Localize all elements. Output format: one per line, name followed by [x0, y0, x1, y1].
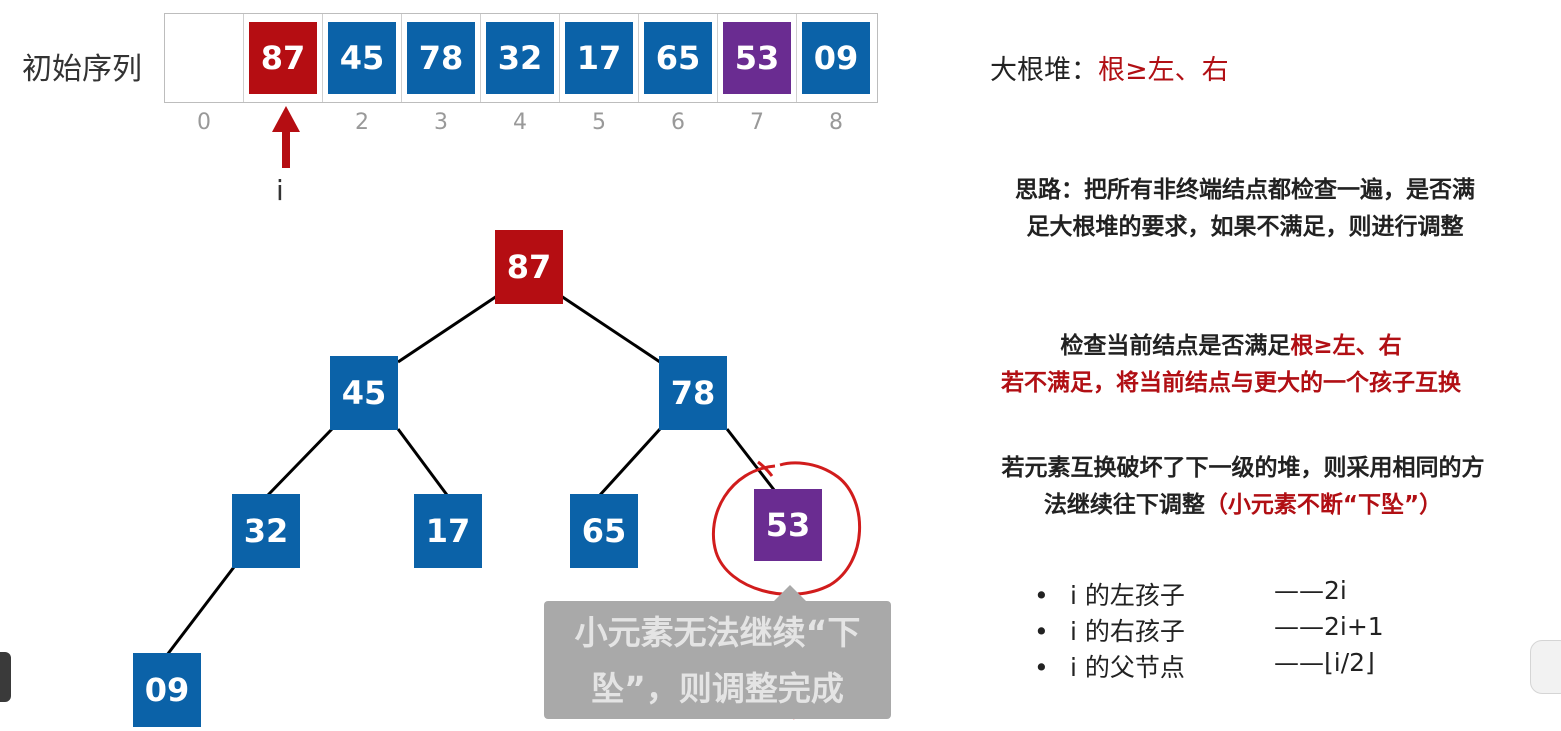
tooltip-arrow	[774, 585, 806, 601]
array-cell-5: 17	[560, 14, 639, 102]
array-cell-2: 45	[323, 14, 402, 102]
swap-paragraph: 若元素互换破坏了下一级的堆，则采用相同的方 法继续往下调整（小元素不断“下坠”）	[928, 450, 1558, 524]
tree-node-6: 65	[570, 494, 638, 568]
pointer-label: i	[276, 174, 284, 207]
array-cell-4: 32	[481, 14, 560, 102]
check-rule: 根≥左、右	[1290, 333, 1402, 359]
swap-line-2: 法继续往下调整（小元素不断“下坠”）	[928, 487, 1558, 524]
bullet-label: i 的父节点	[1070, 653, 1185, 682]
array-cell-value: 45	[328, 22, 396, 94]
bullet-left-child: • i 的左孩子 ——2i	[1034, 576, 1454, 610]
array-cell-value: 53	[723, 22, 791, 94]
bullet-dot-icon: •	[1034, 653, 1049, 682]
tooltip-line-2: 坠”，则调整完成	[591, 669, 844, 708]
idea-line-2: 足大根堆的要求，如果不满足，则进行调整	[1026, 214, 1464, 240]
bullet-label: i 的右孩子	[1070, 617, 1185, 646]
array-cell-1: 87	[244, 14, 323, 102]
index-label: 2	[355, 110, 369, 135]
swap-line-2-prefix: 法继续往下调整	[1043, 492, 1205, 518]
tree-node-1: 87	[495, 230, 563, 304]
tree-node-5: 17	[414, 494, 482, 568]
bullet-formula: ——2i	[1274, 576, 1347, 605]
swap-line-1: 若元素互换破坏了下一级的堆，则采用相同的方	[1001, 455, 1485, 481]
check-prefix: 检查当前结点是否满足	[1060, 333, 1291, 359]
bullet-formula: ——2i+1	[1274, 612, 1384, 641]
bullet-parent: • i 的父节点 ——⌊i/2⌋	[1034, 648, 1454, 682]
definition-rule: 根≥左、右	[1098, 55, 1229, 86]
index-label: 4	[513, 110, 527, 135]
index-label: 3	[434, 110, 448, 135]
array-cell-8: 09	[797, 14, 876, 102]
tree-node-2: 45	[330, 356, 398, 430]
tooltip: 小元素无法继续“下 坠”，则调整完成	[544, 601, 891, 719]
side-tab-handle[interactable]	[0, 652, 11, 702]
heap-definition: 大根堆：根≥左、右	[990, 48, 1229, 87]
array-cell-value: 17	[565, 22, 633, 94]
array-cell-value: 65	[644, 22, 712, 94]
array-cell-7: 53	[718, 14, 797, 102]
index-label: 5	[592, 110, 606, 135]
array-cell-0	[165, 14, 244, 102]
index-label: 6	[671, 110, 685, 135]
idea-line-1: 思路：把所有非终端结点都检查一遍，是否满	[1015, 177, 1475, 203]
array-cell-value: 09	[802, 22, 870, 94]
array-container: 87 45 78 32 17 65 53 09	[164, 13, 878, 103]
array-cell-6: 65	[639, 14, 718, 102]
definition-prefix: 大根堆：	[990, 55, 1098, 86]
index-label: 0	[197, 110, 211, 135]
swap-line-2-red: （小元素不断“下坠”）	[1204, 492, 1443, 518]
check-paragraph: 检查当前结点是否满足根≥左、右 若不满足，将当前结点与更大的一个孩子互换	[916, 328, 1546, 402]
tooltip-line-1: 小元素无法继续“下	[574, 613, 861, 652]
bullet-dot-icon: •	[1034, 581, 1049, 610]
check-line-1: 检查当前结点是否满足根≥左、右	[916, 328, 1546, 365]
bullet-dot-icon: •	[1034, 617, 1049, 646]
bullet-formula: ——⌊i/2⌋	[1274, 648, 1375, 677]
tree-node-8: 09	[133, 653, 201, 727]
bullet-right-child: • i 的右孩子 ——2i+1	[1034, 612, 1454, 646]
tree-node-7: 53	[754, 489, 822, 561]
array-cell-value: 78	[407, 22, 475, 94]
floating-widget-button[interactable]	[1530, 640, 1561, 694]
idea-paragraph: 思路：把所有非终端结点都检查一遍，是否满 足大根堆的要求，如果不满足，则进行调整	[930, 172, 1560, 246]
tree-node-3: 78	[659, 356, 727, 430]
check-line-2: 若不满足，将当前结点与更大的一个孩子互换	[1001, 370, 1461, 396]
index-label: 8	[829, 110, 843, 135]
bullet-label: i 的左孩子	[1070, 581, 1185, 610]
pointer-arrow-icon	[272, 106, 300, 168]
sequence-label: 初始序列	[22, 52, 142, 87]
array-cell-value: 87	[249, 22, 317, 94]
array-cell-value: 32	[486, 22, 554, 94]
index-label: 7	[750, 110, 764, 135]
tree-node-4: 32	[232, 494, 300, 568]
array-cell-3: 78	[402, 14, 481, 102]
